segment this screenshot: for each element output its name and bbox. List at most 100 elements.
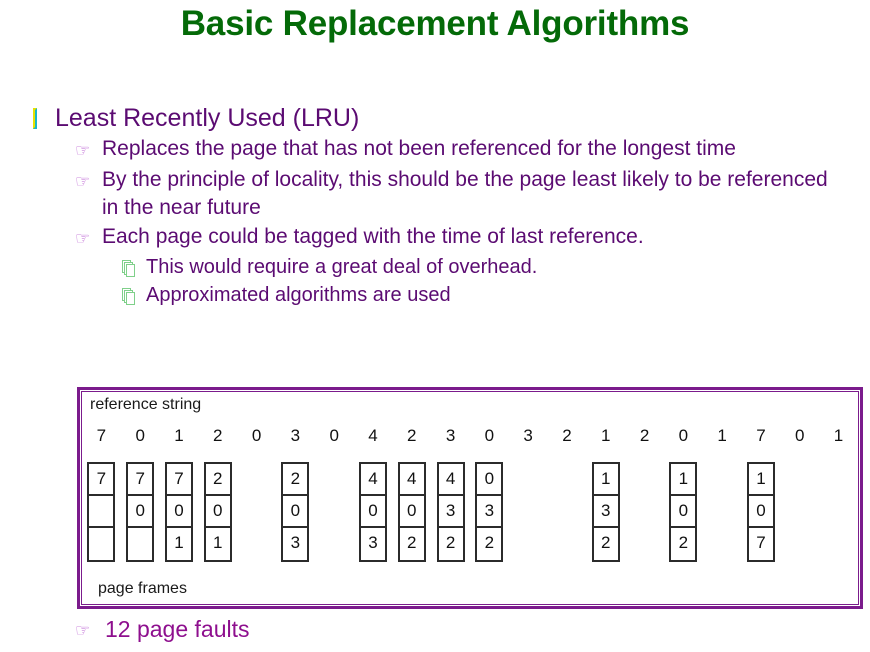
page-frame-slot	[703, 462, 742, 562]
reference-string-value: 4	[368, 426, 378, 445]
reference-string-value: 0	[251, 426, 262, 445]
page-frame-cell: 1	[174, 533, 184, 552]
page-frame-slot	[237, 462, 276, 562]
page-frame-cell: 4	[399, 464, 424, 496]
page-frame-cell: 0	[128, 496, 153, 528]
bullet-level3-label: This would require a great deal of overh…	[146, 256, 538, 278]
page-frame-slot	[548, 462, 587, 562]
page-frame-cell: 0	[477, 464, 502, 496]
page-frame-cell: 3	[438, 496, 463, 528]
page-frame-cell: 1	[213, 533, 223, 552]
page-frame-cell: 1	[593, 464, 618, 496]
reference-string-value: 2	[562, 426, 572, 445]
page-frame-cell	[89, 528, 113, 560]
page-frame-column-empty	[243, 462, 271, 562]
stacked-pages-bullet-icon	[122, 254, 146, 277]
reference-string-value: 1	[717, 426, 727, 445]
reference-string-value: 3	[445, 426, 456, 445]
pointing-hand-bullet-icon: ☞	[75, 141, 91, 160]
bullet-level2-label: Replaces the page that has not been refe…	[102, 137, 736, 160]
page-frame-slot	[819, 462, 858, 562]
page-frame-cell: 1	[671, 464, 696, 496]
page-frame-slot	[780, 462, 819, 562]
page-frame-cell: 7	[89, 464, 114, 496]
bullet-level1: Least Recently Used (LRU)	[0, 103, 870, 133]
page-frame-slot: 7	[82, 462, 121, 562]
reference-string-value: 0	[795, 426, 805, 445]
page-frame-slot	[509, 462, 548, 562]
reference-string-value: 0	[135, 426, 145, 445]
page-frame-cell: 2	[678, 533, 689, 552]
page-frame-column-empty	[786, 462, 814, 562]
reference-string-value: 2	[639, 426, 650, 445]
reference-string-value: 7	[756, 426, 766, 445]
bullet-level3-item: Approximated algorithms are used	[0, 282, 870, 309]
page-frame-cell: 0	[748, 496, 773, 528]
page-faults-label: 12 page faults	[105, 616, 250, 642]
page-frame-column-empty	[825, 462, 853, 562]
page-frame-cell	[128, 528, 152, 560]
page-frame-cell: 7	[166, 464, 191, 496]
reference-string-value: 3	[290, 426, 301, 445]
page-frame-cell: 3	[477, 496, 502, 528]
page-frame-column-empty	[320, 462, 348, 562]
reference-string-value: 2	[213, 426, 223, 445]
reference-string-value: 1	[833, 426, 844, 445]
bullet-level1-label: Least Recently Used (LRU)	[55, 104, 360, 132]
bullet-level2-item: ☞ Each page could be tagged with the tim…	[0, 223, 870, 253]
page-frame-cell: 0	[166, 496, 191, 528]
page-frame-cell: 7	[756, 533, 766, 552]
page-frame-cell: 4	[438, 464, 463, 496]
pointing-hand-bullet-icon: ☞	[75, 621, 91, 640]
page-frame-cell: 0	[360, 496, 385, 528]
page-frame-column-empty	[631, 462, 659, 562]
reference-string-value: 2	[407, 426, 417, 445]
page-frames-label: page frames	[98, 580, 187, 597]
page-frame-cell: 0	[671, 496, 696, 528]
page-frame-cell: 2	[407, 533, 417, 552]
reference-string-value: 3	[523, 426, 533, 445]
page-frame-slot	[625, 462, 664, 562]
reference-string-value: 0	[329, 426, 339, 445]
page-frame-cell: 2	[484, 533, 495, 552]
page-frame-cell: 3	[593, 496, 618, 528]
page-frame-column-empty	[514, 462, 542, 562]
page-frame-cell	[89, 496, 114, 528]
pointing-hand-bullet-icon: ☞	[75, 229, 91, 248]
reference-string-value: 1	[174, 426, 184, 445]
reference-string-label: reference string	[90, 396, 202, 413]
page-frame-cell: 3	[368, 533, 378, 552]
bullet-level2-item: ☞ By the principle of locality, this sho…	[0, 166, 870, 222]
bullet-level3-label: Approximated algorithms are used	[146, 284, 451, 306]
page-frame-cell: 1	[748, 464, 773, 496]
page-frame-cell: 2	[205, 464, 230, 496]
page-frame-cell: 7	[128, 464, 153, 496]
page-frame-cell: 4	[360, 464, 385, 496]
page-frame-cell: 0	[205, 496, 230, 528]
page-frame-column: 7	[87, 462, 116, 562]
